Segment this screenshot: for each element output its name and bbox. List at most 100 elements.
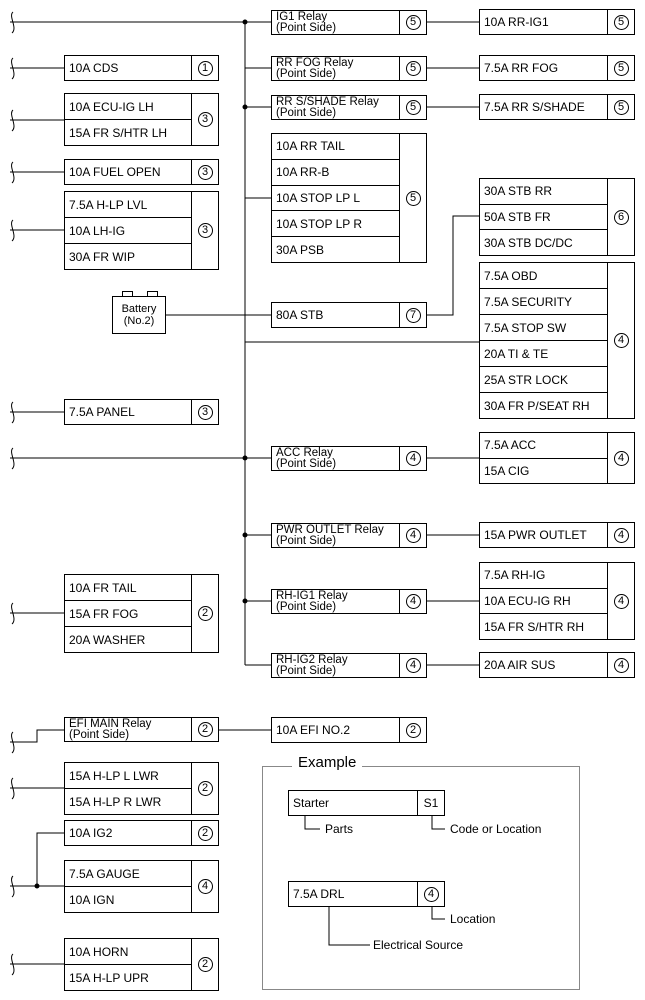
fuse-item: 80A STB (276, 308, 324, 322)
rr-fog-relay: RR FOG Relay(Point Side) 5 (271, 56, 427, 81)
fuse-item: 10A IGN (65, 886, 191, 912)
fuse-item: 15A CIG (480, 457, 607, 484)
fuse-block-rr-fog: 7.5A RR FOG 5 (479, 55, 635, 81)
location-badge: 2 (197, 957, 213, 972)
fuse-block-panel: 7.5A PANEL 3 (64, 399, 219, 425)
fuse-item: 15A H-LP UPR (65, 964, 191, 990)
location-badge: 7 (405, 307, 421, 323)
fuse-item: 7.5A STOP SW (480, 314, 607, 340)
fuse-block-stb: 80A STB 7 (271, 302, 427, 328)
example-location-label: Location (450, 912, 496, 926)
fuse-block-fuel-open: 10A FUEL OPEN 3 (64, 159, 219, 185)
location-badge: 2 (197, 825, 213, 841)
fuse-item: 10A RR-B (272, 158, 399, 185)
location-badge: 3 (197, 112, 213, 127)
fuse-block-cds: 10A CDS 1 (64, 55, 219, 81)
fuse-item: 15A FR FOG (65, 600, 191, 626)
fuse-item: 7.5A RH-IG (484, 568, 546, 583)
fuse-item: 15A PWR OUTLET (484, 528, 587, 542)
location-badge: 5 (405, 61, 421, 76)
fuse-block-ig2: 10A IG2 2 (64, 820, 219, 846)
location-badge: 4 (405, 658, 421, 673)
fuse-item: 20A WASHER (65, 626, 191, 652)
fuse-item: 10A STOP LP L (272, 184, 399, 211)
rh-ig2-relay: RH-IG2 Relay(Point Side) 4 (271, 653, 427, 678)
fuse-block-obd: 7.5A OBD 7.5A SECURITY 7.5A STOP SW 20A … (479, 262, 635, 419)
fuse-block-efi-no2: 10A EFI NO.2 2 (271, 717, 427, 743)
battery-no2: Battery (No.2) (112, 291, 166, 334)
fuse-block-stb-rr: 30A STB RR 50A STB FR 30A STB DC/DC 6 (479, 178, 635, 256)
fuse-item: 7.5A RR FOG (484, 61, 559, 75)
location-badge: 5 (613, 14, 629, 30)
fuse-item: 15A H-LP L LWR (69, 768, 159, 783)
fuse-block-h-lp-lwr: 15A H-LP L LWR 15A H-LP R LWR 2 (64, 762, 219, 815)
battery-terminal (122, 291, 133, 296)
rh-ig1-relay-name: RH-IG1 Relay (276, 589, 348, 602)
location-badge: 4 (613, 333, 629, 348)
location-badge: 2 (405, 722, 421, 738)
location-badge: 4 (613, 450, 629, 466)
location-badge: 4 (405, 451, 421, 466)
pwr-outlet-relay: PWR OUTLET Relay(Point Side) 4 (271, 523, 427, 548)
fuse-item: 10A EFI NO.2 (276, 723, 351, 737)
fuse-item: 20A TI & TE (480, 340, 607, 366)
fuse-item: 50A STB FR (480, 203, 607, 230)
rr-shade-relay-name: RR S/SHADE Relay (276, 95, 379, 108)
fuse-block-rr-ig1: 10A RR-IG1 5 (479, 9, 635, 35)
location-badge: 4 (613, 593, 629, 609)
fuse-block-rh-ig: 7.5A RH-IG 10A ECU-IG RH 15A FR S/HTR RH… (479, 562, 635, 640)
fuse-item: 15A FR S/HTR RH (480, 613, 607, 639)
fuse-item: 10A ECU-IG LH (69, 99, 154, 114)
location-badge: 4 (613, 657, 629, 673)
fuse-block-air-sus: 20A AIR SUS 4 (479, 652, 635, 678)
fuse-block-pwr-outlet: 15A PWR OUTLET 4 (479, 522, 635, 548)
location-badge: 2 (197, 781, 213, 796)
location-badge: 6 (613, 209, 629, 225)
example-parts-box: Starter S1 (288, 790, 445, 816)
fuse-item: 10A STOP LP R (272, 210, 399, 236)
fuse-item: 7.5A OBD (484, 268, 538, 283)
fuse-item: 30A FR WIP (65, 243, 191, 269)
example-source-label: Electrical Source (373, 938, 464, 952)
example-code-label: Code or Location (450, 822, 542, 836)
fuse-item: 7.5A ACC (484, 438, 537, 453)
fuse-item: 7.5A RR S/SHADE (484, 100, 585, 114)
rr-shade-relay: RR S/SHADE Relay(Point Side) 5 (271, 95, 427, 120)
ig1-relay: IG1 Relay(Point Side) 5 (271, 10, 427, 35)
location-badge: 4 (405, 528, 421, 543)
fuse-item: 7.5A H-LP LVL (69, 197, 148, 212)
fuse-item: 7.5A SECURITY (480, 288, 607, 314)
rr-shade-relay-side: (Point Side) (276, 106, 337, 119)
fuse-block-horn: 10A HORN 15A H-LP UPR 2 (64, 938, 219, 991)
fuse-item: 15A H-LP R LWR (65, 788, 191, 814)
rr-fog-relay-side: (Point Side) (276, 67, 337, 80)
fuse-item: 30A FR P/SEAT RH (480, 392, 607, 418)
fuse-item: 10A CDS (69, 61, 119, 75)
fuse-item: 30A PSB (272, 236, 399, 262)
fuse-block-h-lp-lvl: 7.5A H-LP LVL 10A LH-IG 30A FR WIP 3 (64, 191, 219, 270)
fuse-item: 25A STR LOCK (480, 366, 607, 392)
pwr-outlet-relay-name: PWR OUTLET Relay (276, 523, 384, 536)
fuse-item: 10A LH-IG (65, 217, 191, 243)
location-badge: 3 (197, 223, 213, 238)
fuse-item: 30A STB DC/DC (480, 229, 607, 255)
fuse-item: 10A FUEL OPEN (69, 165, 161, 179)
fuse-item: 10A IG2 (69, 826, 113, 840)
efi-main-relay-side: (Point Side) (69, 728, 130, 741)
location-badge: 5 (405, 15, 421, 30)
location-badge: 4 (613, 527, 629, 543)
fuse-block-ecu-ig-lh: 10A ECU-IG LH 15A FR S/HTR LH 3 (64, 93, 219, 146)
efi-main-relay: EFI MAIN Relay(Point Side) 2 (64, 717, 219, 742)
location-badge: 5 (613, 60, 629, 76)
location-badge: 5 (405, 190, 421, 206)
rh-ig1-relay-side: (Point Side) (276, 600, 337, 613)
acc-relay: ACC Relay(Point Side) 4 (271, 446, 427, 471)
acc-relay-side: (Point Side) (276, 457, 337, 470)
location-badge: 5 (405, 100, 421, 115)
fuse-item: 30A STB RR (484, 184, 553, 199)
battery-label: Battery (121, 303, 157, 315)
ig1-relay-name: IG1 Relay (276, 10, 328, 23)
location-badge: 5 (613, 99, 629, 115)
